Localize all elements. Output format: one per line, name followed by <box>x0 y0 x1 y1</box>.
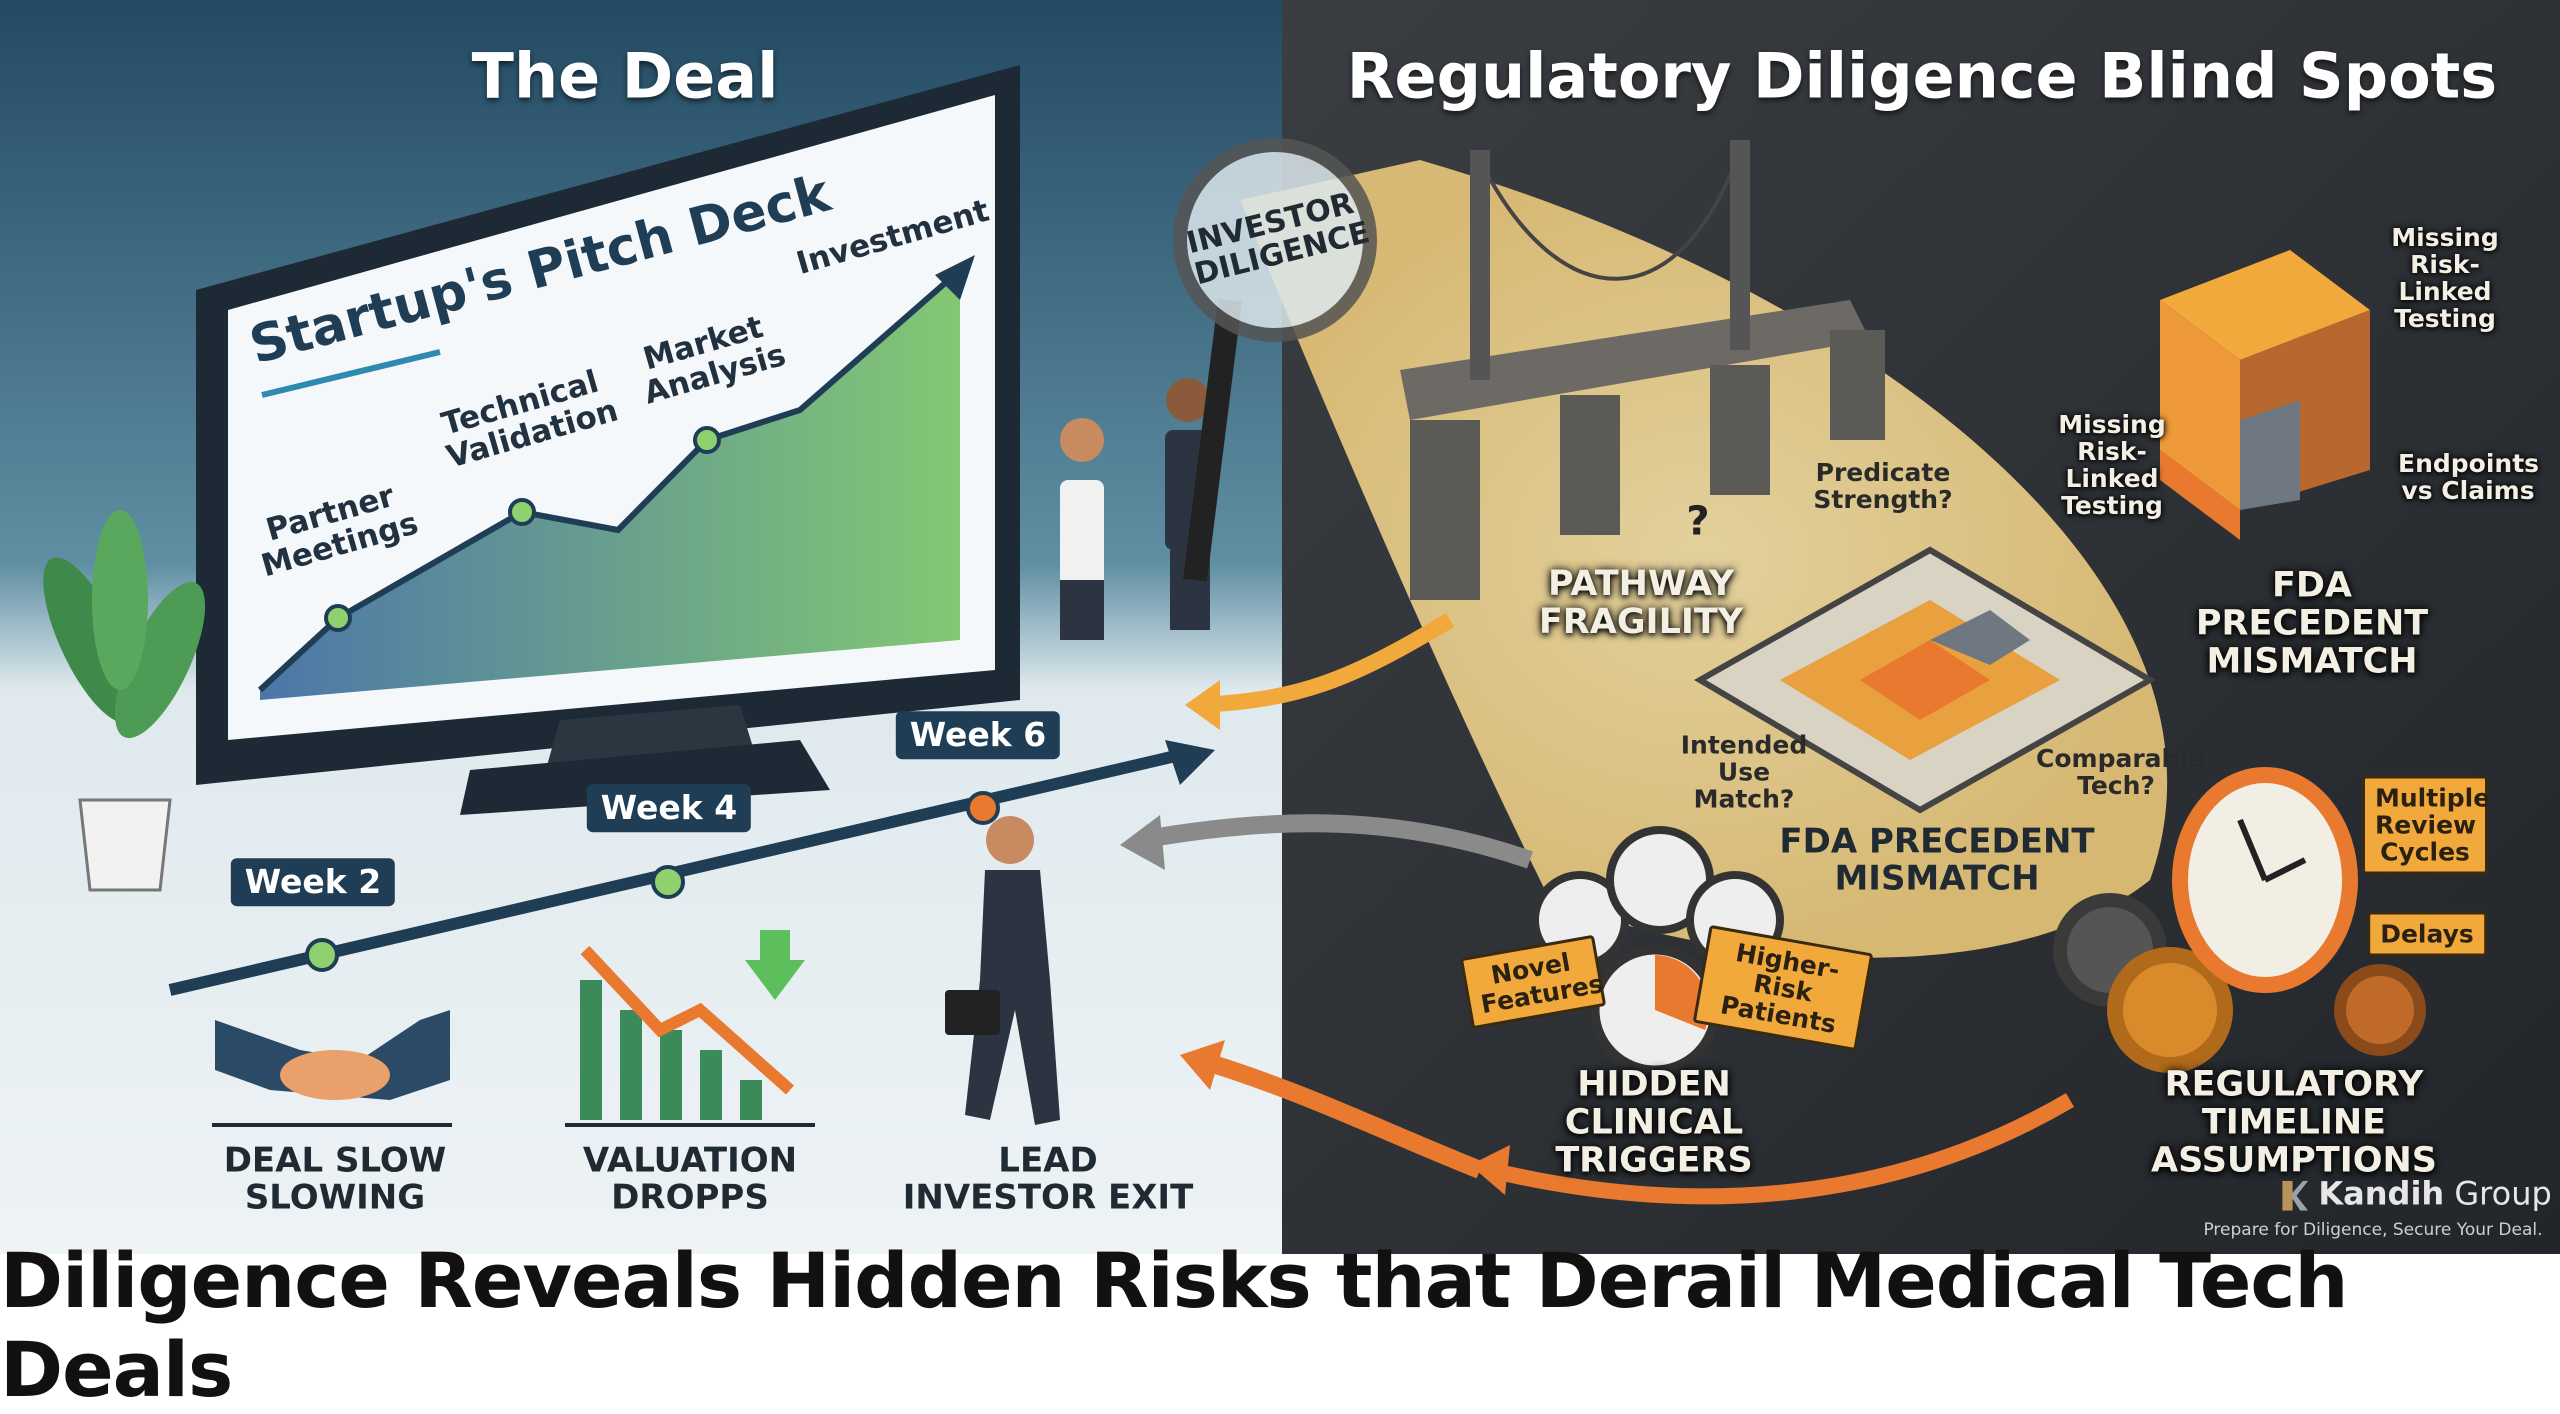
board-note-intended-use: Intended Use Match? <box>1680 730 1808 814</box>
arrow-clinical <box>1138 814 1533 869</box>
brand-tagline: Prepare for Diligence, Secure Your Deal. <box>2203 1219 2543 1240</box>
outcome-lead-investor-exit: LEAD INVESTOR EXIT <box>902 1140 1194 1217</box>
magnifier-lens <box>1173 138 1377 342</box>
monitor <box>196 65 1020 815</box>
investors <box>1060 138 1377 640</box>
pathway-fragility-label: PATHWAY FRAGILITY <box>1538 564 1744 642</box>
cube-label: FDA PRECEDENT MISMATCH <box>2195 565 2429 681</box>
tag-multiple-review-cycles: Multiple Review Cycles <box>2362 775 2490 875</box>
board-note-comparable-tech: Comparable Tech? <box>2036 744 2205 800</box>
clock-gears-icon <box>2053 767 2426 1073</box>
arrow-pathway <box>1199 613 1455 713</box>
arrow-clinical-lower <box>1197 1051 1484 1179</box>
question-mark: ? <box>1686 498 1710 545</box>
declining-chart-icon <box>580 930 805 1120</box>
left-panel-title: The Deal <box>471 39 779 113</box>
headline: Diligence Reveals Hidden Risks that Dera… <box>0 1236 2349 1414</box>
board-label: FDA PRECEDENT MISMATCH <box>1779 821 2095 898</box>
puzzle-board-icon <box>1694 546 2156 814</box>
week-4-badge: Week 4 <box>586 784 752 832</box>
arrow-timeline <box>1488 1093 2075 1205</box>
brand-k-icon <box>2282 1180 2309 1211</box>
cube-note-top: Missing Risk-Linked Testing <box>2391 223 2499 333</box>
outcome-deal-slowing: DEAL SLOW SLOWING <box>223 1140 447 1217</box>
cube-note-right: Endpoints vs Claims <box>2398 449 2540 505</box>
puzzle-cube-icon <box>2160 250 2370 540</box>
cube-note-left: Missing Risk-Linked Testing <box>2058 410 2166 520</box>
predicate-strength-note: Predicate Strength? <box>1813 458 1953 514</box>
week-6-badge: Week 6 <box>895 711 1061 759</box>
handshake-icon <box>215 1010 450 1100</box>
right-panel-title: Regulatory Diligence Blind Spots <box>1346 39 2498 113</box>
brand-name-light: Group <box>2454 1174 2552 1213</box>
outcome-valuation-drops: VALUATION DROPPS <box>582 1140 798 1217</box>
regulatory-timeline-label: REGULATORY TIMELINE ASSUMPTIONS <box>2151 1064 2437 1180</box>
week-2-badge: Week 2 <box>230 858 396 906</box>
plant <box>43 510 206 892</box>
hidden-clinical-triggers-label: HIDDEN CLINICAL TRIGGERS <box>1555 1064 1753 1180</box>
brand-name-bold: Kandih <box>2318 1174 2445 1213</box>
tag-delays: Delays <box>2367 911 2487 957</box>
brand-logo: Kandih Group <box>2282 1174 2552 1213</box>
bridge-icon <box>1400 140 1885 600</box>
walking-investor-icon <box>945 816 1060 1125</box>
pitch-chart-area <box>260 270 960 700</box>
